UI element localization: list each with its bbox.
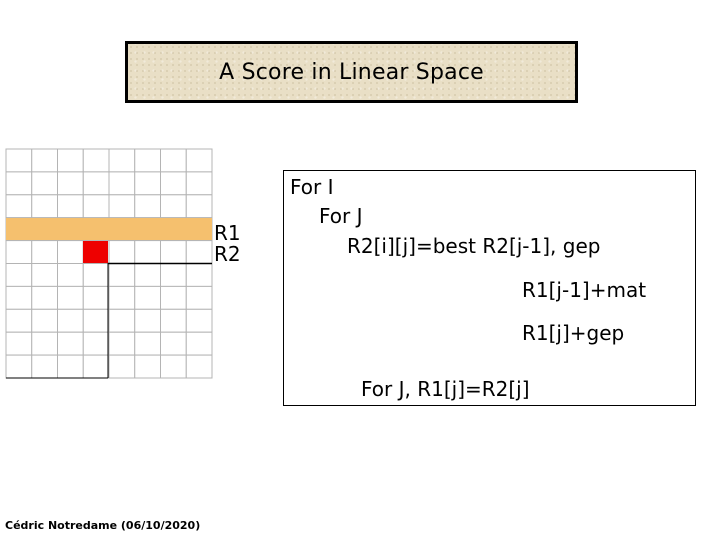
matrix-cell xyxy=(31,240,58,265)
matrix-cell xyxy=(160,171,187,196)
code-line-copy-row: For J, R1[j]=R2[j] xyxy=(361,377,530,401)
matrix-cell xyxy=(160,194,187,219)
matrix-cell xyxy=(57,240,84,265)
matrix-cell xyxy=(5,331,33,356)
slide-title: A Score in Linear Space xyxy=(219,59,484,85)
matrix-cell xyxy=(108,263,136,287)
highlighted-row-r1 xyxy=(6,218,212,240)
matrix-cell xyxy=(108,331,136,356)
matrix-cell xyxy=(185,354,213,379)
matrix-cell xyxy=(31,194,58,219)
matrix-cell xyxy=(108,171,136,196)
matrix-cell xyxy=(108,354,136,379)
matrix-cell xyxy=(82,308,110,333)
current-cell xyxy=(83,241,108,263)
matrix-cell xyxy=(134,148,161,173)
matrix-cell xyxy=(82,263,110,287)
matrix-cell xyxy=(134,308,161,333)
matrix-cell xyxy=(108,240,136,265)
matrix-cell xyxy=(134,285,161,310)
matrix-cell xyxy=(57,285,84,310)
row-label-r2: R2 xyxy=(214,242,241,266)
matrix-cell xyxy=(57,354,84,379)
matrix-cell xyxy=(185,331,213,356)
matrix-cell xyxy=(31,331,58,356)
matrix-cell xyxy=(5,354,33,379)
matrix-cell xyxy=(160,285,187,310)
matrix-cell xyxy=(57,194,84,219)
matrix-cell xyxy=(31,148,58,173)
matrix-cell xyxy=(134,263,161,287)
code-line-for-i: For I xyxy=(290,175,334,199)
code-line-r1-gep: R1[j]+gep xyxy=(522,321,625,345)
matrix-cell xyxy=(5,194,33,219)
matrix-cell xyxy=(57,148,84,173)
matrix-cell xyxy=(82,285,110,310)
matrix-cell xyxy=(31,263,58,287)
matrix-cell xyxy=(185,171,213,196)
matrix-cell xyxy=(31,171,58,196)
matrix-cell xyxy=(134,171,161,196)
matrix-cell xyxy=(108,194,136,219)
matrix-cell xyxy=(108,148,136,173)
matrix-cell xyxy=(57,171,84,196)
matrix-cell xyxy=(134,331,161,356)
matrix-cell xyxy=(5,263,33,287)
matrix-cells xyxy=(5,148,213,379)
matrix-cell xyxy=(185,194,213,219)
matrix-cell xyxy=(5,240,33,265)
matrix-cell xyxy=(185,148,213,173)
matrix-cell xyxy=(5,308,33,333)
matrix-cell xyxy=(82,194,110,219)
matrix-cell xyxy=(82,331,110,356)
matrix-cell xyxy=(185,308,213,333)
code-line-r1-mat: R1[j-1]+mat xyxy=(522,278,647,302)
code-line-r2-best: R2[i][j]=best R2[j-1], gep xyxy=(347,234,601,258)
matrix-cell xyxy=(31,285,58,310)
matrix-cell xyxy=(57,263,84,287)
matrix-cell xyxy=(160,331,187,356)
matrix-cell xyxy=(134,354,161,379)
footer-credit: Cédric Notredame (06/10/2020) xyxy=(5,519,201,532)
matrix-cell xyxy=(160,148,187,173)
matrix-cell xyxy=(108,308,136,333)
matrix-cell xyxy=(108,285,136,310)
matrix-cell xyxy=(57,331,84,356)
matrix-cell xyxy=(31,308,58,333)
matrix-cell xyxy=(5,148,33,173)
row-label-r1: R1 xyxy=(214,221,241,245)
matrix-cell xyxy=(185,263,213,287)
matrix-cell xyxy=(160,308,187,333)
matrix-cell xyxy=(5,285,33,310)
matrix-cell xyxy=(57,308,84,333)
slide-title-box: A Score in Linear Space xyxy=(125,41,578,103)
matrix-cell xyxy=(31,354,58,379)
matrix-cell xyxy=(134,240,161,265)
matrix-cell xyxy=(5,171,33,196)
matrix-cell xyxy=(82,171,110,196)
matrix-cell xyxy=(185,240,213,265)
matrix-cell xyxy=(82,354,110,379)
matrix-cell xyxy=(160,263,187,287)
pseudocode-box: For I For J R2[i][j]=best R2[j-1], gep R… xyxy=(283,170,696,406)
matrix-cell xyxy=(134,194,161,219)
code-line-for-j: For J xyxy=(319,204,363,228)
matrix-cell xyxy=(82,148,110,173)
matrix-cell xyxy=(160,240,187,265)
matrix-cell xyxy=(160,354,187,379)
matrix-cell xyxy=(185,285,213,310)
